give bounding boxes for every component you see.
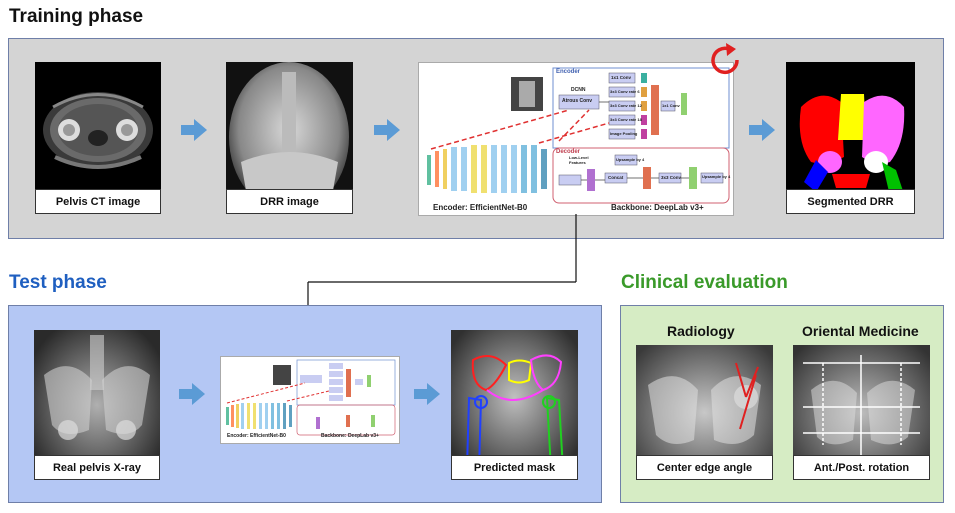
encoder-header: Encoder — [556, 69, 581, 75]
aspp-block-2: 3x3 Conv rate 6 — [610, 89, 640, 94]
upsample-b-label: Upsample by 4 — [702, 174, 731, 179]
aspp-block-3: 3x3 Conv rate 12 — [610, 103, 642, 108]
drr-image — [226, 62, 353, 214]
encoder-label-test: Encoder: EfficientNet-B0 — [227, 433, 286, 439]
right-arrow-icon — [749, 119, 775, 141]
drr-image-caption: DRR image — [226, 189, 353, 214]
predicted-mask-caption: Predicted mask — [451, 455, 578, 480]
concat-label: Concat — [608, 175, 624, 180]
dcnn-label: DCNN — [571, 87, 586, 93]
right-arrow-icon — [414, 383, 440, 405]
oriental-medicine-title: Oriental Medicine — [802, 323, 919, 339]
network-diagram: Encoder Decoder DCNN Atrous Conv 1x1 Con… — [418, 62, 734, 216]
decoder-header: Decoder — [556, 149, 581, 155]
right-arrow-icon — [181, 119, 207, 141]
radiology-image — [636, 345, 773, 480]
test-phase-title: Test phase — [9, 272, 107, 293]
aspp-block-1: 1x1 Conv — [611, 75, 632, 80]
clinical-evaluation-title: Clinical evaluation — [621, 272, 788, 293]
aspp-block-4: 3x3 Conv rate 18 — [610, 117, 642, 122]
training-phase-title: Training phase — [9, 6, 144, 27]
segmented-drr-caption: Segmented DRR — [786, 189, 915, 214]
right-arrow-icon — [374, 119, 400, 141]
xray-caption: Real pelvis X-ray — [34, 455, 160, 480]
backbone-label-test: Backbone: DeepLab v3+ — [321, 433, 379, 439]
upsample-label: Upsample by 4 — [616, 157, 645, 162]
radiology-title: Radiology — [667, 323, 735, 339]
backbone-label: Backbone: DeepLab v3+ — [611, 203, 704, 212]
right-arrow-icon — [179, 383, 205, 405]
ct-image-caption: Pelvis CT image — [35, 189, 161, 214]
lowlevel-label: Low-Level Features — [569, 155, 589, 165]
conv-3x3-label: 3x3 Conv — [661, 175, 682, 180]
pelvis-ct-image — [35, 62, 161, 214]
segmented-drr-image — [786, 62, 915, 214]
center-edge-angle-caption: Center edge angle — [636, 455, 773, 480]
atrous-label: Atrous Conv — [562, 98, 592, 104]
encoder-label: Encoder: EfficientNet-B0 — [433, 203, 528, 212]
conv-1x1-label: 1x1 Conv — [662, 103, 680, 108]
refresh-cycle-icon — [711, 43, 739, 75]
aspp-block-5: Image Pooling — [610, 131, 638, 136]
network-diagram-test: Encoder: EfficientNet-B0 Backbone: DeepL… — [220, 356, 400, 444]
ant-post-rotation-caption: Ant./Post. rotation — [793, 455, 930, 480]
